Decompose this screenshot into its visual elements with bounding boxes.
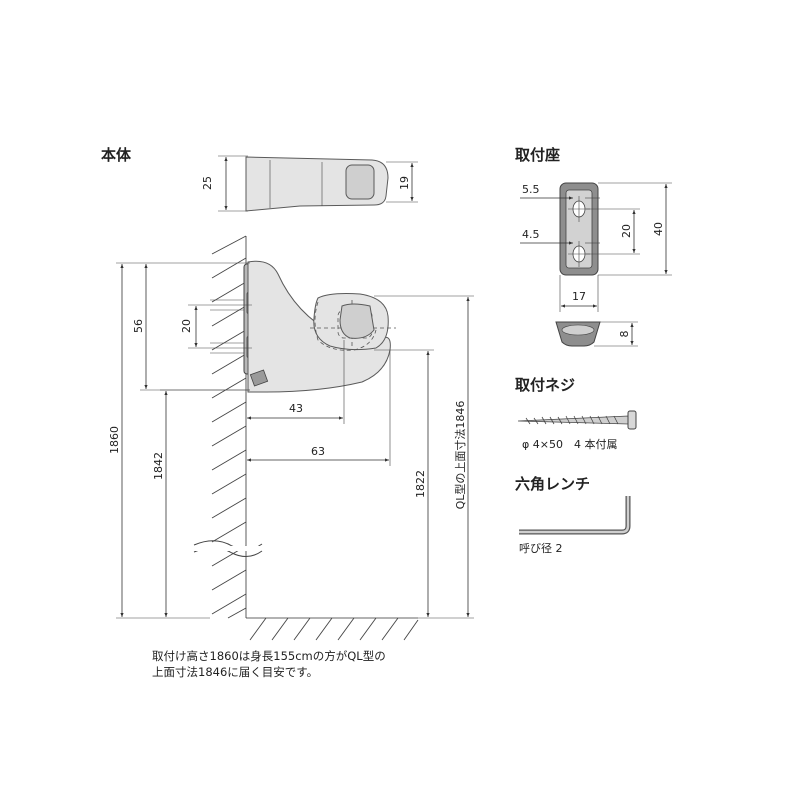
hex-wrench [519, 496, 631, 535]
dim-25-label: 25 [201, 176, 214, 190]
mounting-seat-front-view [520, 182, 672, 312]
seat-dim-20-label: 20 [620, 224, 633, 238]
wrench-section-title: 六角レンチ [515, 475, 590, 493]
note-line-1: 取付け高さ1860は身長155cmの方がQL型の [152, 649, 386, 663]
seat-dim-17-label: 17 [572, 290, 586, 303]
seat-section-title: 取付座 [515, 146, 560, 164]
dim-56-label: 56 [132, 319, 145, 333]
seat-dim-4-5-label: 4.5 [522, 228, 540, 241]
seat-dim-8-label: 8 [618, 331, 631, 338]
screw-section-title: 取付ネジ [515, 376, 575, 394]
wrench-spec-label: 呼び径 2 [519, 542, 563, 555]
dim-43-label: 43 [289, 402, 303, 415]
body-side-dimensions [116, 262, 474, 619]
note-line-2: 上面寸法1846に届く目安です。 [152, 665, 318, 679]
dim-1842-label: 1842 [152, 452, 165, 480]
mounting-screw [517, 410, 637, 430]
dim-63-label: 63 [311, 445, 325, 458]
dim-19-label: 19 [398, 176, 411, 190]
screw-spec-label: φ 4×50 4 本付属 [522, 437, 617, 451]
wall-hatching [193, 235, 263, 619]
floor-hatching [246, 617, 419, 641]
seat-dim-5-5-label: 5.5 [522, 183, 540, 196]
body-section-title: 本体 [101, 146, 132, 164]
seat-dim-40-label: 40 [652, 222, 665, 236]
ql-dimension-label: QL型の上面寸法1846 [453, 401, 467, 510]
dim-1822-label: 1822 [414, 470, 427, 498]
mounting-seat-side-view [555, 321, 638, 347]
dim-1860-label: 1860 [108, 426, 121, 454]
body-side-view [210, 260, 396, 393]
body-top-view [218, 155, 418, 212]
dim-20-label: 20 [180, 319, 193, 333]
